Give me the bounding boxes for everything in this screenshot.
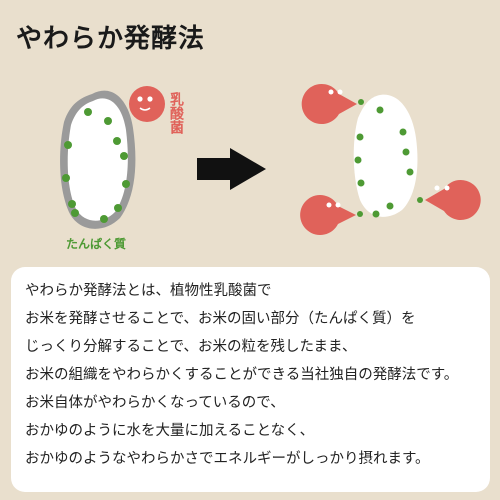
description-line: お米自体がやわらかくなっているので、 xyxy=(25,395,285,411)
lactic-bacteria-icon-right xyxy=(417,179,481,220)
description-line: じっくり分解することで、お米の粒を残したまま、 xyxy=(25,339,357,355)
description-line: おかゆのようなやわらかさでエネルギーがしっかり摂れます。 xyxy=(25,451,430,467)
lactic-bacteria-icon-bottom-left xyxy=(300,194,363,235)
page-title: やわらか発酵法 xyxy=(16,24,206,54)
bacteria-label: 乳酸菌 xyxy=(168,91,184,135)
rice-grain-before xyxy=(60,90,136,229)
description-line: お米の組織をやわらかくすることができる当社独自の発酵法です。 xyxy=(25,367,459,383)
arrow-icon xyxy=(197,148,266,190)
lactic-bacteria-icon-top xyxy=(301,84,364,125)
protein-dots-before xyxy=(62,108,130,223)
description-box: やわらか発酵法とは、植物性乳酸菌で お米を発酵させることで、お米の固い部分（たん… xyxy=(11,267,490,492)
protein-label: たんぱく質 xyxy=(66,236,126,251)
protein-dots-after xyxy=(354,106,414,218)
fermentation-diagram: 乳酸菌 たんぱく質 xyxy=(60,84,481,251)
description-line: やわらか発酵法とは、植物性乳酸菌で xyxy=(25,283,272,299)
description-line: おかゆのように水を大量に加えることなく、 xyxy=(25,423,315,439)
lactic-bacteria-icon xyxy=(129,86,165,122)
rice-grain-after xyxy=(353,94,418,217)
description-line: お米を発酵させることで、お米の固い部分（たんぱく質）を xyxy=(25,311,416,327)
